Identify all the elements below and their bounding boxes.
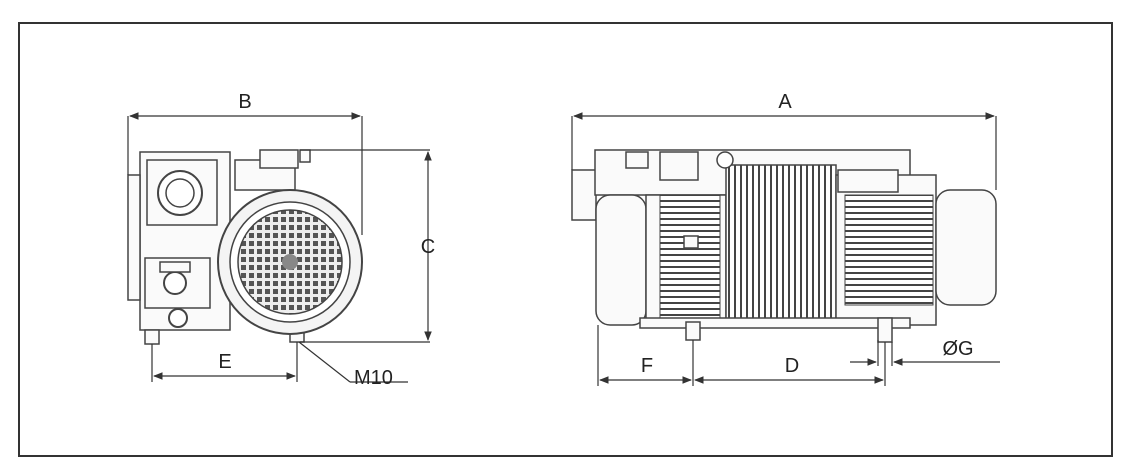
dimension-b-label: B [238, 91, 251, 113]
pump-side-view [571, 149, 997, 343]
thread-m10-label: M10 [354, 367, 393, 389]
pump-end-view [127, 149, 363, 345]
dimension-a-label: A [778, 91, 792, 113]
dimension-g-label: ØG [942, 338, 973, 360]
dimension-d-label: D [785, 355, 799, 377]
dimension-e-label: E [218, 351, 231, 373]
dimension-c-label: C [421, 236, 435, 258]
dimension-f-label: F [641, 355, 653, 377]
